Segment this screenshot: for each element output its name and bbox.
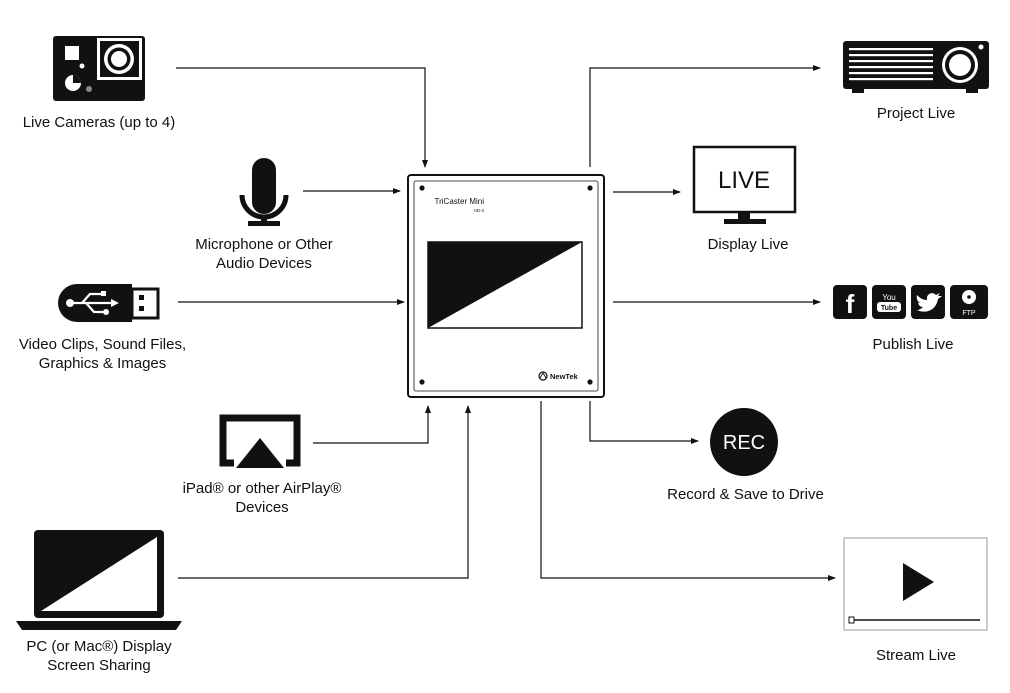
video-player-icon xyxy=(843,537,988,631)
social-icons: f You Tube FTP xyxy=(833,285,988,319)
newtek-logo: NewTek xyxy=(538,371,579,381)
microphone-icon xyxy=(239,158,289,226)
twitter-icon xyxy=(911,285,945,319)
camera-icon xyxy=(53,36,145,101)
label-publish: Publish Live xyxy=(872,336,954,353)
facebook-icon: f xyxy=(833,285,867,319)
record-icon: REC xyxy=(710,408,778,476)
connector-record xyxy=(589,401,699,444)
label-cameras: Live Cameras (up to 4) xyxy=(22,114,176,131)
label-microphone: Microphone or Other Audio Devices xyxy=(195,236,333,272)
device-model: HD-4 xyxy=(473,208,484,213)
svg-text:You: You xyxy=(882,293,896,302)
projector-icon xyxy=(843,41,989,93)
tricaster-device: TriCaster Mini HD-4 NewTek xyxy=(407,174,605,398)
usb-drive-icon xyxy=(58,284,160,322)
label-display: Display Live xyxy=(707,236,789,253)
connector-stream xyxy=(540,401,836,581)
connector-airplay xyxy=(313,405,431,444)
label-record: Record & Save to Drive xyxy=(667,486,824,503)
laptop-icon xyxy=(16,530,182,630)
airplay-icon xyxy=(219,414,301,468)
device-brand: NewTek xyxy=(550,372,579,381)
connector-laptop xyxy=(178,405,471,579)
svg-text:Tube: Tube xyxy=(881,305,897,312)
youtube-icon: You Tube xyxy=(872,285,906,319)
label-stream: Stream Live xyxy=(875,647,957,664)
connector-projector xyxy=(589,65,821,167)
record-badge-text: REC xyxy=(723,432,765,454)
svg-text:f: f xyxy=(846,289,855,319)
connector-cameras xyxy=(176,67,428,168)
label-usb: Video Clips, Sound Files, Graphics & Ima… xyxy=(18,336,187,372)
label-laptop: PC (or Mac®) Display Screen Sharing xyxy=(26,638,172,674)
label-projector: Project Live xyxy=(876,105,956,122)
label-airplay: iPad® or other AirPlay® Devices xyxy=(182,480,342,516)
svg-text:FTP: FTP xyxy=(962,310,976,317)
monitor-screen-text: LIVE xyxy=(718,167,770,194)
device-screen xyxy=(427,241,583,329)
ftp-icon: FTP xyxy=(950,285,988,319)
monitor-icon: LIVE xyxy=(692,145,797,224)
device-name: TriCaster Mini xyxy=(435,197,485,206)
